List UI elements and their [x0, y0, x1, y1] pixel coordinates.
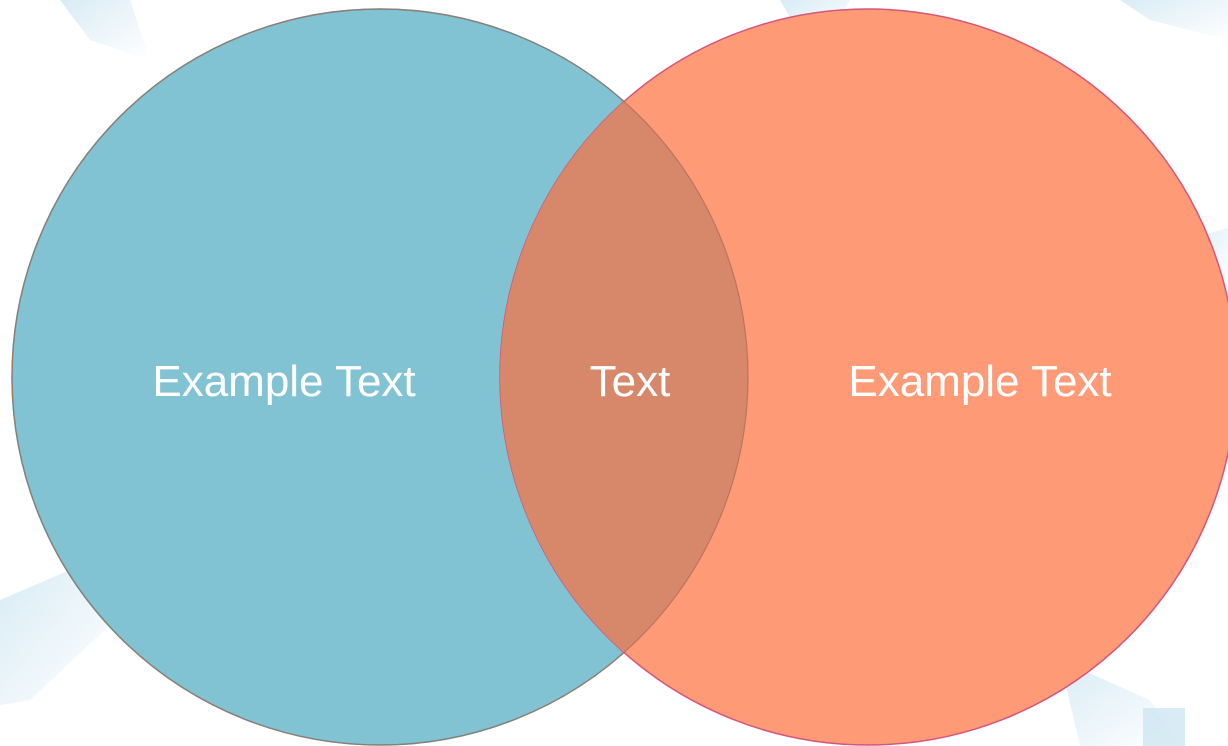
intersection-left-edge: [11, 8, 749, 746]
backdrop-shape: [0, 570, 110, 705]
intersection-region: [500, 9, 748, 745]
right-set-label: Example Text: [848, 357, 1111, 406]
left-set-label: Example Text: [152, 357, 415, 406]
backdrop-square: [1143, 708, 1185, 746]
intersection-label: Text: [590, 357, 671, 406]
backdrop-shape: [60, 0, 150, 60]
backdrop-shape: [1120, 0, 1228, 40]
